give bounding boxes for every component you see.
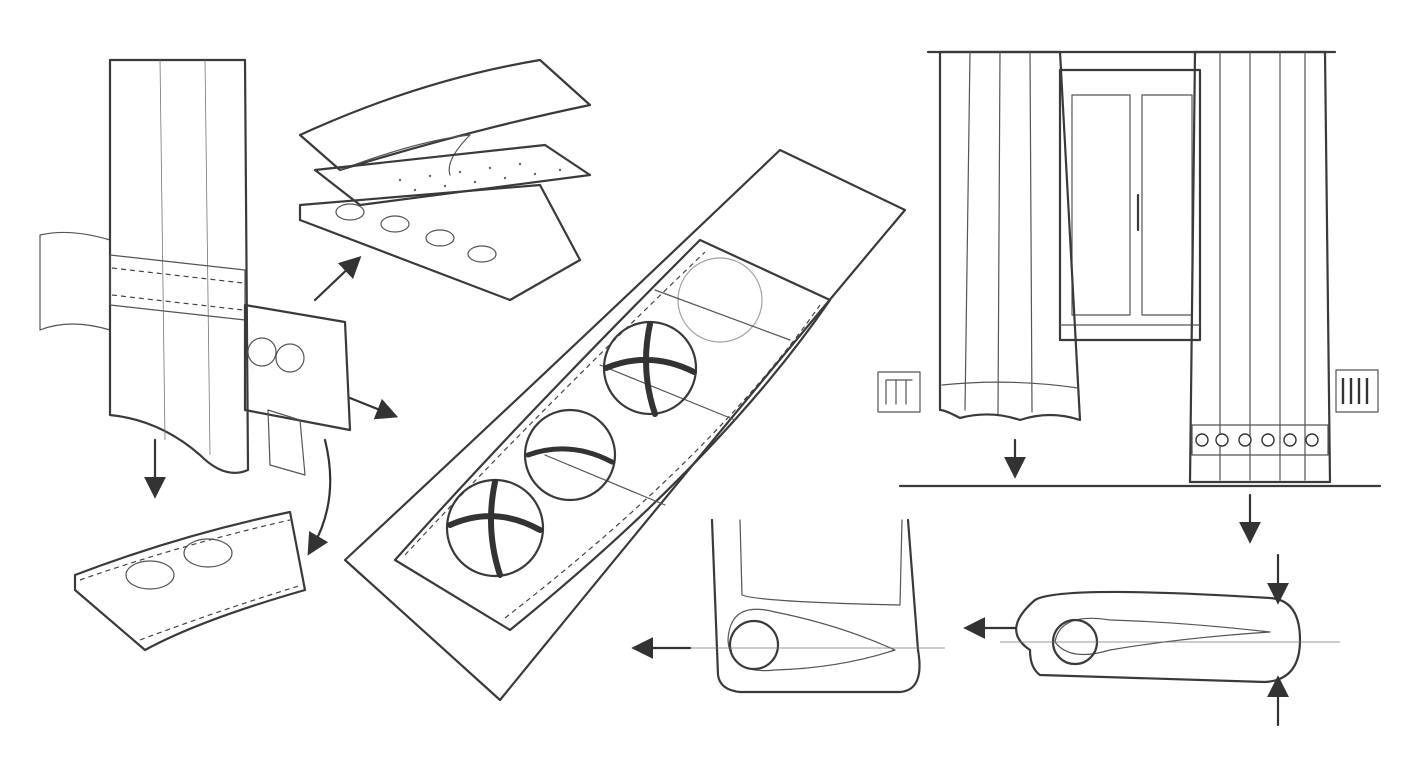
two-curtains-comparison bbox=[877, 50, 1382, 544]
hem-cross-section-final bbox=[631, 518, 945, 694]
layer-weight-4 bbox=[467, 245, 497, 263]
outer-fold bbox=[1015, 590, 1302, 684]
tape-back-fabric bbox=[343, 148, 907, 702]
hem-band bbox=[109, 254, 246, 321]
left-curtain-light bbox=[938, 50, 1082, 422]
light-swatch-icon bbox=[877, 371, 921, 413]
middle-perforated-layer bbox=[313, 143, 592, 207]
hem-cross-section-compressed bbox=[963, 553, 1340, 727]
up-arrow-icon bbox=[313, 255, 362, 302]
folded-strip-body bbox=[73, 510, 307, 652]
bottom-weight-layer bbox=[298, 183, 582, 302]
layer-weight-2 bbox=[380, 215, 410, 233]
strip-weight-2 bbox=[183, 538, 233, 568]
final-weight bbox=[728, 619, 780, 671]
weight-tape bbox=[243, 303, 352, 432]
curtain-panel bbox=[108, 58, 250, 474]
layer-weight-3 bbox=[425, 229, 455, 247]
weight-ball-1 bbox=[247, 337, 277, 367]
round-weight-4 bbox=[677, 257, 763, 343]
top-fabric-layer bbox=[298, 58, 592, 172]
round-weight-2 bbox=[523, 408, 617, 502]
curved-arrow-icon bbox=[307, 438, 332, 556]
layer-stack bbox=[298, 58, 592, 302]
strip-weight-1 bbox=[125, 560, 175, 590]
final-fold-outline bbox=[710, 518, 921, 694]
weight-strip-folded bbox=[73, 510, 307, 652]
right-curtain-weighted bbox=[1188, 50, 1332, 484]
layer-weight-1 bbox=[335, 203, 365, 221]
curtain-hem-closeup bbox=[39, 58, 399, 556]
heavy-swatch-icon bbox=[1335, 369, 1379, 413]
weight-tape-enlarged bbox=[343, 148, 907, 702]
weighted-hem-band bbox=[1191, 424, 1329, 456]
fabric-fold-left bbox=[39, 231, 111, 331]
weight-ball-2 bbox=[275, 343, 305, 373]
window-frame bbox=[1058, 68, 1202, 342]
tape-tail bbox=[267, 409, 306, 476]
mesh-tape bbox=[393, 238, 832, 632]
right-arrow-icon bbox=[348, 396, 399, 420]
